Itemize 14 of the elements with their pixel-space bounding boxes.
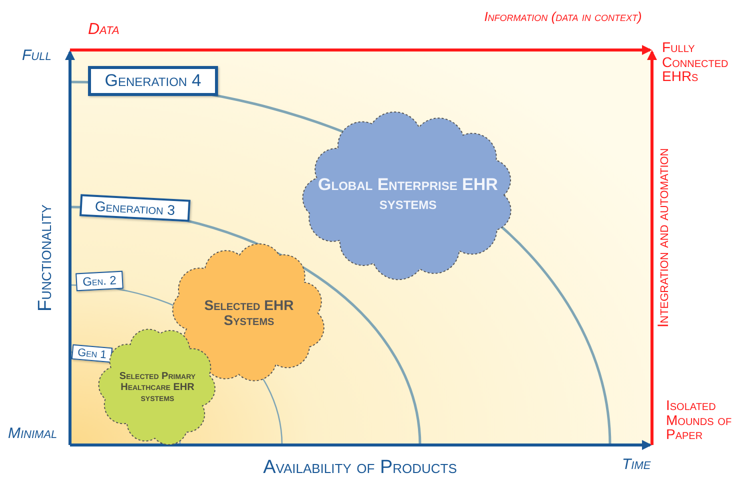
generation-tag: Generation 4 — [88, 66, 218, 96]
axis-label: Fully Connected EHRs — [662, 40, 730, 84]
axis-label: Information (data in context) — [483, 10, 643, 24]
axis-label: Isolated Mounds of Paper — [666, 398, 733, 442]
axis-label: Time — [622, 457, 651, 473]
cloud-label: Global Enterprise EHR systems — [317, 176, 499, 214]
cloud-label: Selected Primary Healthcare EHR systems — [118, 370, 197, 404]
axis-title: Availability of Products — [262, 458, 458, 478]
axis-label: Data — [88, 22, 120, 39]
axis-label: Minimal — [8, 426, 58, 442]
cloud-label: Selected EHR Systems — [203, 298, 295, 328]
axis-title: Integration and automation — [656, 146, 672, 330]
axis-label: Full — [22, 48, 52, 64]
axis-title: Functionality — [36, 203, 56, 313]
